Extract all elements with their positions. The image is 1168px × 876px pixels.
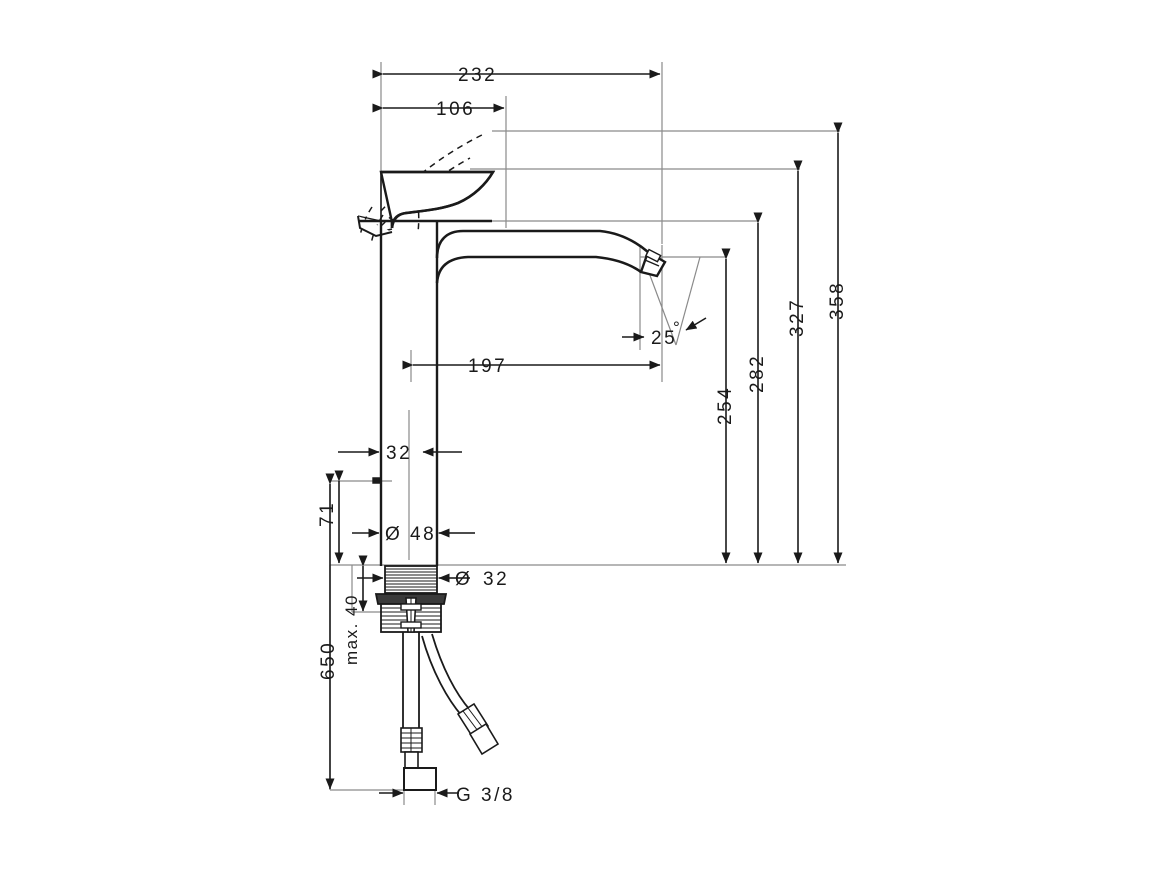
dim-label-232: 232 (458, 65, 497, 86)
spout-upper-edge (435, 229, 649, 259)
faucet-outline (357, 132, 667, 791)
dim-label-71: 71 (317, 501, 338, 527)
dim-label-d32-value: 32 (483, 569, 509, 590)
dim-label-254: 254 (715, 386, 736, 425)
dim-label-197: 197 (468, 356, 507, 377)
dim-label-g38: G 3/8 (456, 785, 515, 806)
dim-label-282: 282 (747, 354, 768, 393)
dim-label-327: 327 (787, 298, 808, 337)
hose-fitting-primary (400, 727, 423, 769)
dim-label-32: 32 (386, 443, 412, 464)
dimension-labels: 232 106 197 32 Ø 48 Ø 32 G 3/8 25 ° 71 m… (317, 65, 848, 806)
spout-lower-edge (435, 255, 642, 284)
dim-label-d48: Ø 48 (385, 524, 436, 545)
lever-handle-top (379, 170, 496, 227)
dimension-lines (325, 69, 843, 798)
dim-label-650: 650 (318, 641, 339, 680)
g38-connector-nut (403, 767, 437, 791)
dim-label-106: 106 (436, 99, 475, 120)
hose-fitting-secondary (456, 702, 500, 756)
dim-label-25deg: 25 (651, 328, 677, 349)
degree-symbol: ° (673, 318, 681, 337)
dim-label-358: 358 (827, 281, 848, 320)
threaded-shank (384, 565, 438, 594)
dim-label-max40: max. 40 (342, 594, 361, 665)
dim-label-d32-symbol: Ø (455, 569, 472, 590)
